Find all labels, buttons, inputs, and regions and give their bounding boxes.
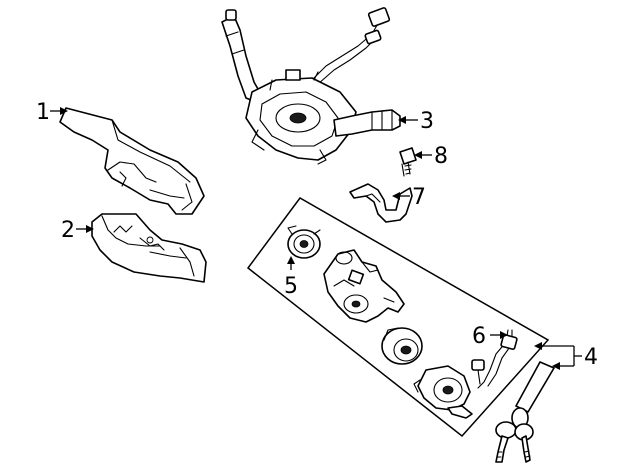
callout-7: 7 <box>412 185 426 210</box>
callout-2: 2 <box>61 218 75 243</box>
part-sensor-wire <box>471 329 518 389</box>
callout-3: 3 <box>420 109 434 134</box>
callout-5: 5 <box>284 274 298 299</box>
ignition-lock-assembly-outline <box>246 197 550 438</box>
part-keys <box>495 361 555 463</box>
callout-6: 6 <box>472 324 486 349</box>
part-bracket <box>349 183 413 223</box>
part-combination-switch <box>221 7 401 165</box>
callout-4: 4 <box>584 345 598 370</box>
callout-1: 1 <box>36 100 50 125</box>
part-lower-shroud <box>91 213 207 283</box>
leaders <box>50 107 582 370</box>
part-lock-cylinder <box>381 327 423 365</box>
callout-8: 8 <box>434 144 448 169</box>
part-bolt <box>399 147 417 177</box>
part-upper-shroud <box>59 107 205 215</box>
part-ignition-switch <box>287 225 321 259</box>
part-key-cylinder <box>413 365 473 419</box>
part-lock-housing <box>323 249 405 323</box>
